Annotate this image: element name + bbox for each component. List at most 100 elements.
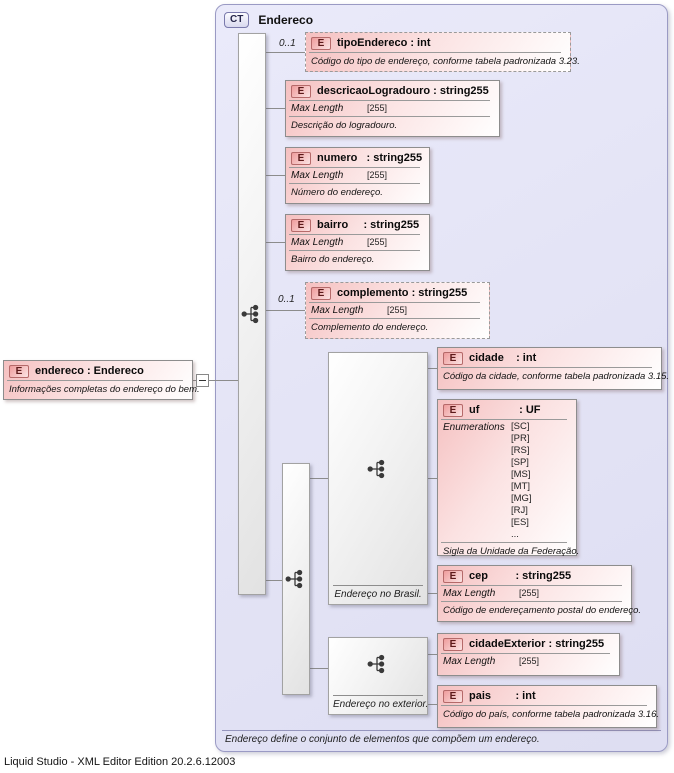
facet-value: [255] (519, 588, 540, 598)
element-complemento[interactable]: E complemento : string255 Max Length [25… (305, 282, 490, 339)
enum-value: [ES] (511, 517, 529, 528)
element-description: Código da cidade, conforme tabela padron… (443, 371, 670, 382)
element-header: E numero : string255 (286, 148, 429, 167)
divider (441, 419, 567, 420)
element-pais[interactable]: E pais : int Código do país, conforme ta… (437, 685, 660, 728)
divider (289, 167, 420, 168)
connector-line (266, 310, 305, 311)
complex-type-title: Endereco (258, 13, 314, 27)
connector-line (266, 242, 285, 243)
element-endereco-root[interactable]: E endereco : Endereco Informações comple… (3, 360, 200, 400)
element-description: Descrição do logradouro. (291, 120, 398, 131)
element-icon: E (9, 364, 29, 378)
facet-value: [255] (367, 170, 388, 180)
element-header: E uf : UF (438, 400, 576, 419)
element-header: E cidadeExterior : string255 (438, 634, 619, 653)
sequence-group-exterior[interactable]: Endereço no exterior. (328, 637, 428, 715)
element-title: cidadeExterior : string255 (469, 638, 605, 650)
group-label: Endereço no Brasil. (333, 585, 423, 600)
compositor-icon (241, 303, 263, 325)
collapse-toggle[interactable] (196, 374, 209, 387)
facet-value: [255] (367, 237, 388, 247)
facet-label: Max Length (443, 656, 496, 667)
enum-value: [PR] (511, 433, 530, 444)
element-title: uf : UF (469, 404, 541, 416)
element-uf[interactable]: E uf : UF Enumerations [SC] [PR] [RS] [S… (437, 399, 580, 557)
element-cep[interactable]: E cep : string255 Max Length [255] Códig… (437, 565, 642, 622)
element-title: descricaoLogradouro : string255 (317, 85, 489, 97)
sequence-group-brasil[interactable]: Endereço no Brasil. (328, 352, 428, 605)
enum-value: [RS] (511, 445, 530, 456)
divider (309, 302, 480, 303)
connector-line (310, 478, 328, 479)
facet-row: Max Length [255] (286, 235, 429, 250)
divider (7, 380, 183, 381)
divider (441, 367, 652, 368)
cardinality-label: 0..1 (279, 38, 296, 49)
element-description: Código de endereçamento postal do endere… (443, 605, 642, 616)
element-title: bairro : string255 (317, 219, 420, 231)
element-cidade[interactable]: E cidade : int Código da cidade, conform… (437, 347, 670, 390)
divider (441, 585, 622, 586)
element-header: E complemento : string255 (306, 283, 489, 302)
element-icon: E (291, 151, 311, 165)
enum-value: [RJ] (511, 505, 528, 516)
divider (441, 653, 610, 654)
divider (289, 250, 420, 251)
connector-line (266, 580, 282, 581)
element-descricaoLogradouro[interactable]: E descricaoLogradouro : string255 Max Le… (285, 80, 500, 137)
divider (441, 542, 567, 543)
divider (441, 705, 647, 706)
connector-line (428, 478, 437, 479)
connector-line (266, 52, 305, 53)
element-icon: E (443, 637, 463, 651)
connector-line (428, 654, 437, 655)
cardinality-label: 0..1 (278, 294, 295, 305)
element-header: E pais : int (438, 686, 656, 705)
connector-line (193, 380, 238, 381)
divider (289, 183, 420, 184)
facet-row: Max Length [255] (286, 101, 499, 116)
facet-label: Max Length (311, 305, 364, 316)
element-tipoEndereco[interactable]: E tipoEndereco : int Código do tipo de e… (305, 32, 580, 72)
facet-row: Max Length [255] (438, 586, 631, 601)
facet-label: Max Length (443, 588, 496, 599)
element-header: E cidade : int (438, 348, 661, 367)
complex-type-icon: CT (224, 12, 250, 28)
divider (309, 52, 561, 53)
enum-value: [MS] (511, 469, 531, 480)
enum-value: [SC] (511, 421, 530, 432)
enum-value: [MT] (511, 481, 530, 492)
element-description: Código do país, conforme tabela padroniz… (443, 709, 660, 720)
divider (289, 234, 420, 235)
facet-label: Max Length (291, 237, 344, 248)
element-icon: E (311, 286, 331, 300)
element-title: tipoEndereco : int (337, 37, 431, 49)
element-description: Código do tipo de endereço, conforme tab… (311, 56, 580, 67)
facet-value: [255] (367, 103, 388, 113)
facet-row: Max Length [255] (306, 303, 489, 318)
enumerations-row: Enumerations [SC] [PR] [RS] [SP] [MS] [M… (438, 420, 576, 542)
element-description: Bairro do endereço. (291, 254, 375, 265)
element-bairro[interactable]: E bairro : string255 Max Length [255] Ba… (285, 214, 430, 271)
compositor-icon (285, 568, 307, 590)
minus-icon (199, 380, 206, 381)
element-title: pais : int (469, 690, 536, 702)
element-title: complemento : string255 (337, 287, 468, 299)
connector-line (310, 668, 328, 669)
connector-line (428, 368, 437, 369)
group-label: Endereço no exterior. (333, 695, 428, 710)
enum-value: [MG] (511, 493, 532, 504)
element-icon: E (443, 351, 463, 365)
divider (289, 100, 490, 101)
facet-row: Max Length [255] (286, 168, 429, 183)
element-icon: E (443, 689, 463, 703)
connector-line (428, 593, 437, 594)
element-description: Sigla da Unidade da Federação. (443, 546, 580, 557)
divider (309, 318, 480, 319)
element-cidadeExterior[interactable]: E cidadeExterior : string255 Max Length … (437, 633, 620, 676)
element-numero[interactable]: E numero : string255 Max Length [255] Nú… (285, 147, 430, 204)
element-description: Complemento do endereço. (311, 322, 429, 333)
compositor-icon (367, 458, 389, 480)
